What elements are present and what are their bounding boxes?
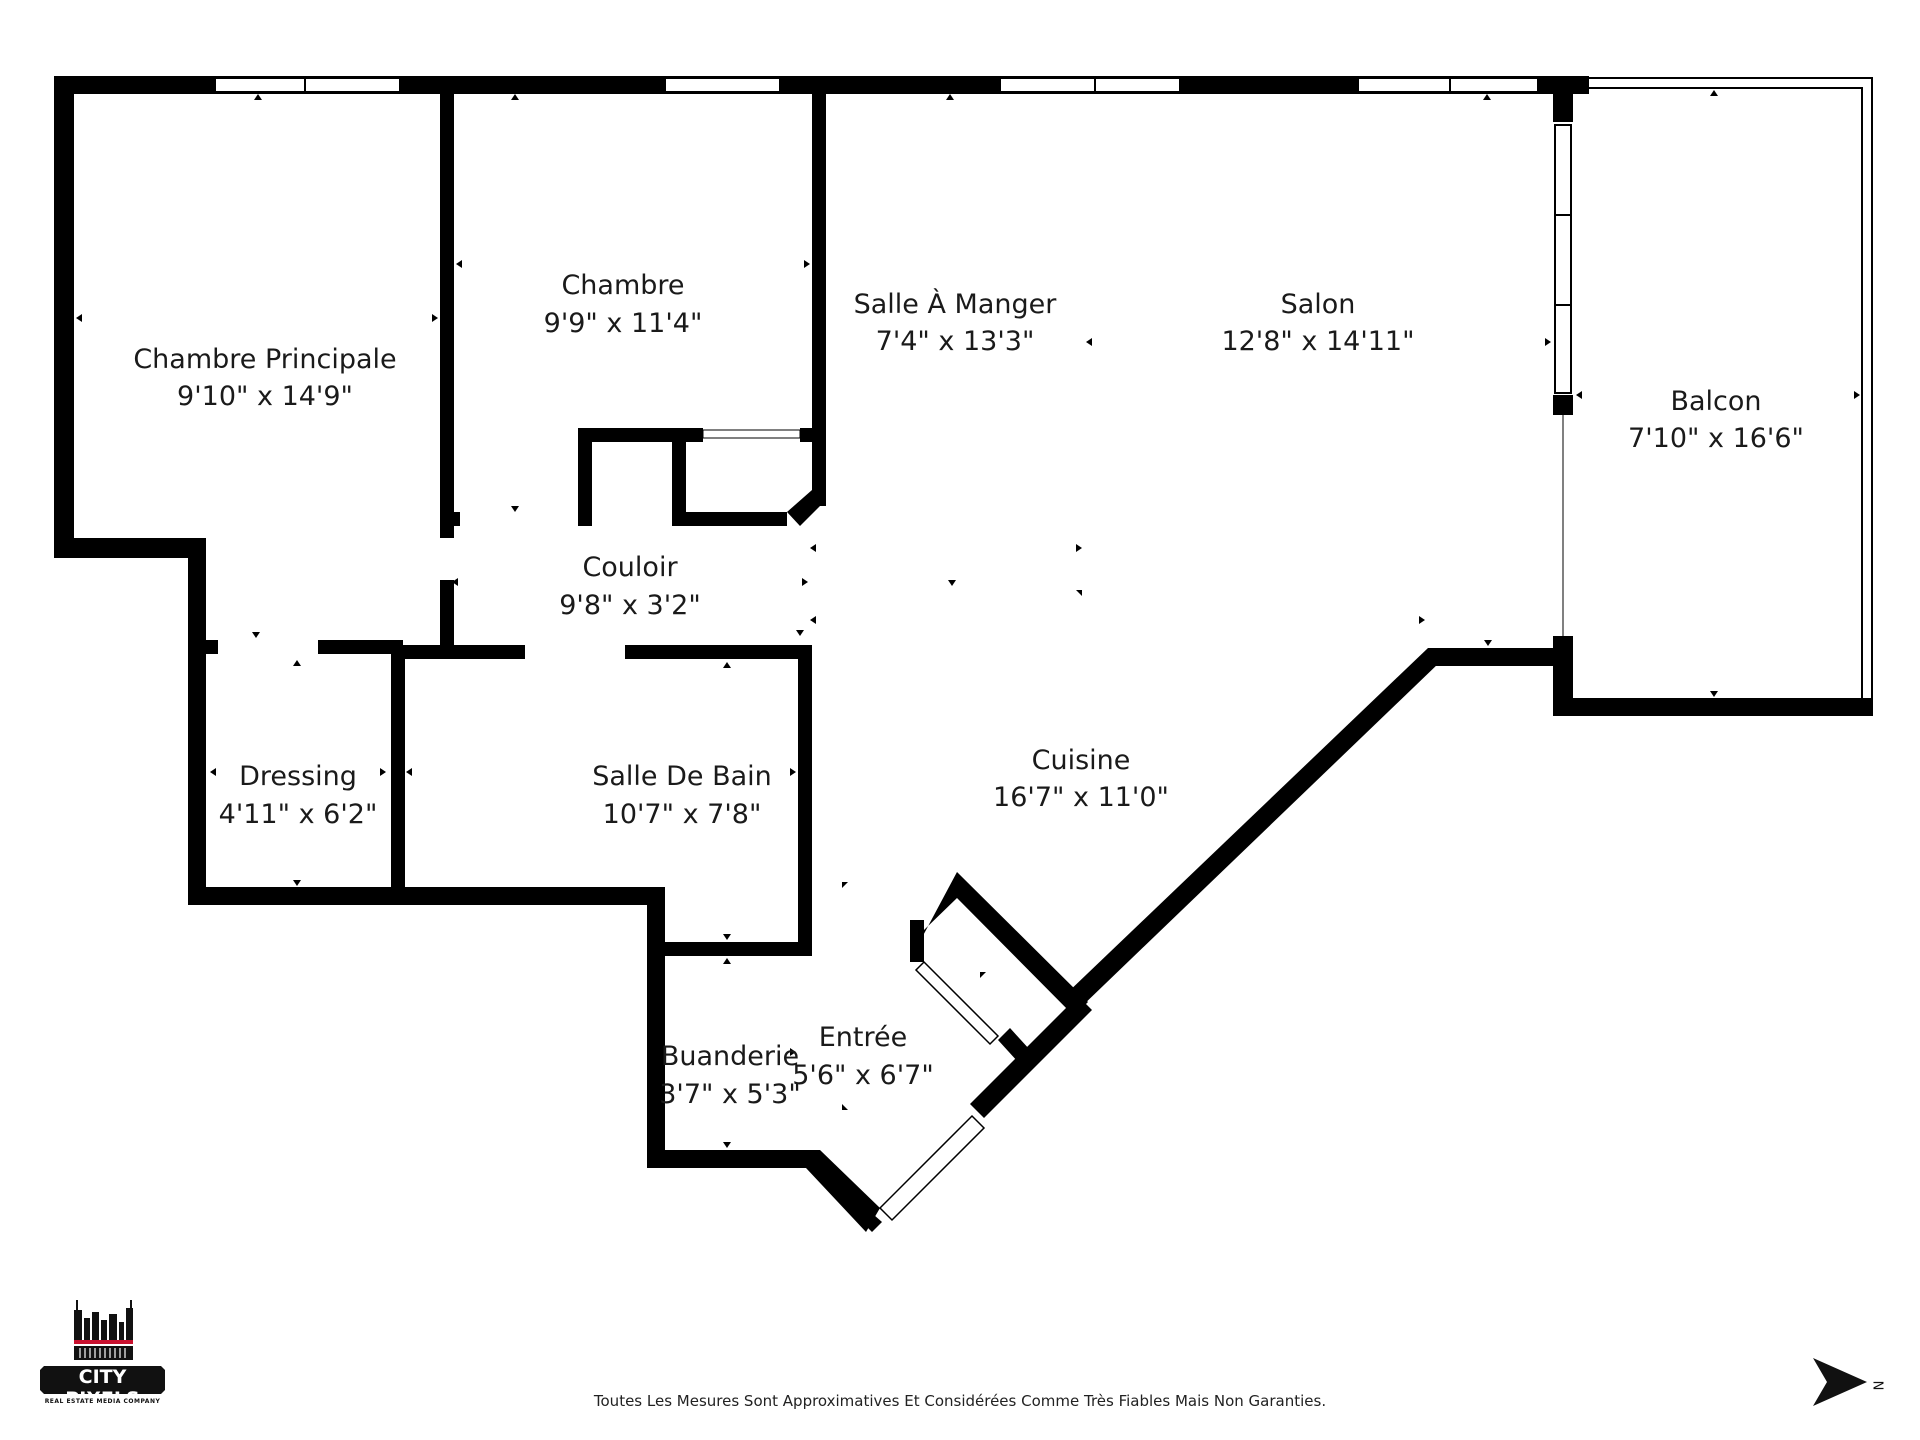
wall-closet-chamfer xyxy=(787,490,826,526)
window-salle-a-manger xyxy=(999,77,1181,93)
wall-bath-right xyxy=(798,645,812,955)
room-name-entree: Entrée xyxy=(819,1022,908,1053)
room-dim-couloir: 9'8" x 3'2" xyxy=(559,590,701,621)
room-dim-dressing: 4'11" x 6'2" xyxy=(219,799,378,830)
north-arrow-icon xyxy=(1813,1358,1867,1406)
wall-kitchen-diagonal xyxy=(1064,648,1440,1010)
room-name-couloir: Couloir xyxy=(582,552,678,583)
wall-left xyxy=(54,76,74,558)
wall-bath-top xyxy=(395,645,525,659)
wall-buanderie-bottom xyxy=(647,1150,812,1168)
wall-bottom-dressing-bath xyxy=(188,887,665,905)
wall-salon-right-mid xyxy=(1553,395,1573,415)
room-name-chambre: Chambre xyxy=(561,270,684,301)
room-name-balcon: Balcon xyxy=(1670,386,1761,417)
closet-door-opening xyxy=(702,429,801,439)
wall-closet-mid xyxy=(672,428,686,526)
disclaimer-text: Toutes Les Mesures Sont Approximatives E… xyxy=(593,1392,1327,1410)
window-chp xyxy=(214,77,401,93)
wall-entry-bottom-left xyxy=(806,1150,880,1232)
wall-entry-closet-left xyxy=(910,920,924,962)
wall-buanderie-top xyxy=(647,942,812,956)
room-dim-salle-de-bain: 10'7" x 7'8" xyxy=(603,799,762,830)
wall-entry-closet-stub xyxy=(998,1028,1030,1062)
wall-chp-right-low xyxy=(440,580,454,650)
wall-balcony-bottom xyxy=(1553,698,1873,716)
wall-dressing-top-b xyxy=(318,640,403,654)
room-name-salle-de-bain: Salle De Bain xyxy=(592,761,772,792)
room-dim-balcon: 7'10" x 16'6" xyxy=(1628,423,1804,454)
room-name-cuisine: Cuisine xyxy=(1032,745,1131,776)
wall-buanderie-left xyxy=(647,887,665,1168)
skyline-icon xyxy=(40,1300,165,1394)
wall-closet-bottom-b xyxy=(672,512,787,526)
compass-label: N xyxy=(1869,1380,1885,1391)
windows xyxy=(214,77,1572,394)
wall-entry-closet-top xyxy=(910,872,1088,1016)
wall-bath-top-b xyxy=(625,645,810,659)
room-name-salle-a-manger: Salle À Manger xyxy=(854,288,1058,320)
logo-subtitle: REAL ESTATE MEDIA COMPANY xyxy=(44,1398,161,1405)
window-chambre xyxy=(664,77,781,93)
balcony-outline xyxy=(1573,77,1873,716)
wall-closet-left xyxy=(578,428,592,526)
room-labels: Chambre Principale 9'10" x 14'9" Chambre… xyxy=(133,270,1804,1110)
city-pixels-logo: CITY PIXELS REAL ESTATE MEDIA COMPANY xyxy=(40,1290,165,1410)
room-dim-salle-a-manger: 7'4" x 13'3" xyxy=(876,326,1035,357)
window-salon-right xyxy=(1554,124,1572,394)
entry-door xyxy=(878,1114,986,1222)
wall-dressing-top xyxy=(188,640,218,654)
wall-kitchen-bottom xyxy=(1428,648,1573,666)
wall-chambre-right xyxy=(812,76,826,506)
room-dim-entree: 5'6" x 6'7" xyxy=(792,1060,934,1091)
wall-chp-right xyxy=(440,76,454,538)
room-name-salon: Salon xyxy=(1281,289,1356,320)
wall-closet-top xyxy=(578,428,703,442)
wall-balcony-left-low xyxy=(1553,640,1573,716)
wall-salon-right-top xyxy=(1553,76,1573,122)
room-name-dressing: Dressing xyxy=(239,761,357,792)
room-dim-buanderie: 3'7" x 5'3" xyxy=(659,1079,801,1110)
logo-title: CITY PIXELS xyxy=(65,1366,140,1410)
window-salon xyxy=(1357,77,1539,93)
wall-kitchen-diagonal-low xyxy=(970,996,1092,1118)
wall-entry-bottom-right xyxy=(858,1208,882,1232)
room-name-chambre-principale: Chambre Principale xyxy=(133,344,396,375)
wall-closet-bottom-a xyxy=(440,512,460,526)
wall-dressing-bath xyxy=(391,645,405,895)
wall-dressing-left xyxy=(188,538,206,905)
walls xyxy=(54,76,1873,1232)
entry-closet-door xyxy=(914,960,1000,1046)
room-dim-chambre-principale: 9'10" x 14'9" xyxy=(177,381,353,412)
room-name-buanderie: Buanderie xyxy=(661,1041,799,1072)
room-dim-cuisine: 16'7" x 11'0" xyxy=(993,782,1169,813)
room-dim-salon: 12'8" x 14'11" xyxy=(1221,326,1414,357)
wall-step-left xyxy=(54,538,206,558)
dimension-markers xyxy=(76,90,1860,1148)
room-dim-chambre: 9'9" x 11'4" xyxy=(544,308,703,339)
wall-closet-top-b xyxy=(800,428,826,442)
